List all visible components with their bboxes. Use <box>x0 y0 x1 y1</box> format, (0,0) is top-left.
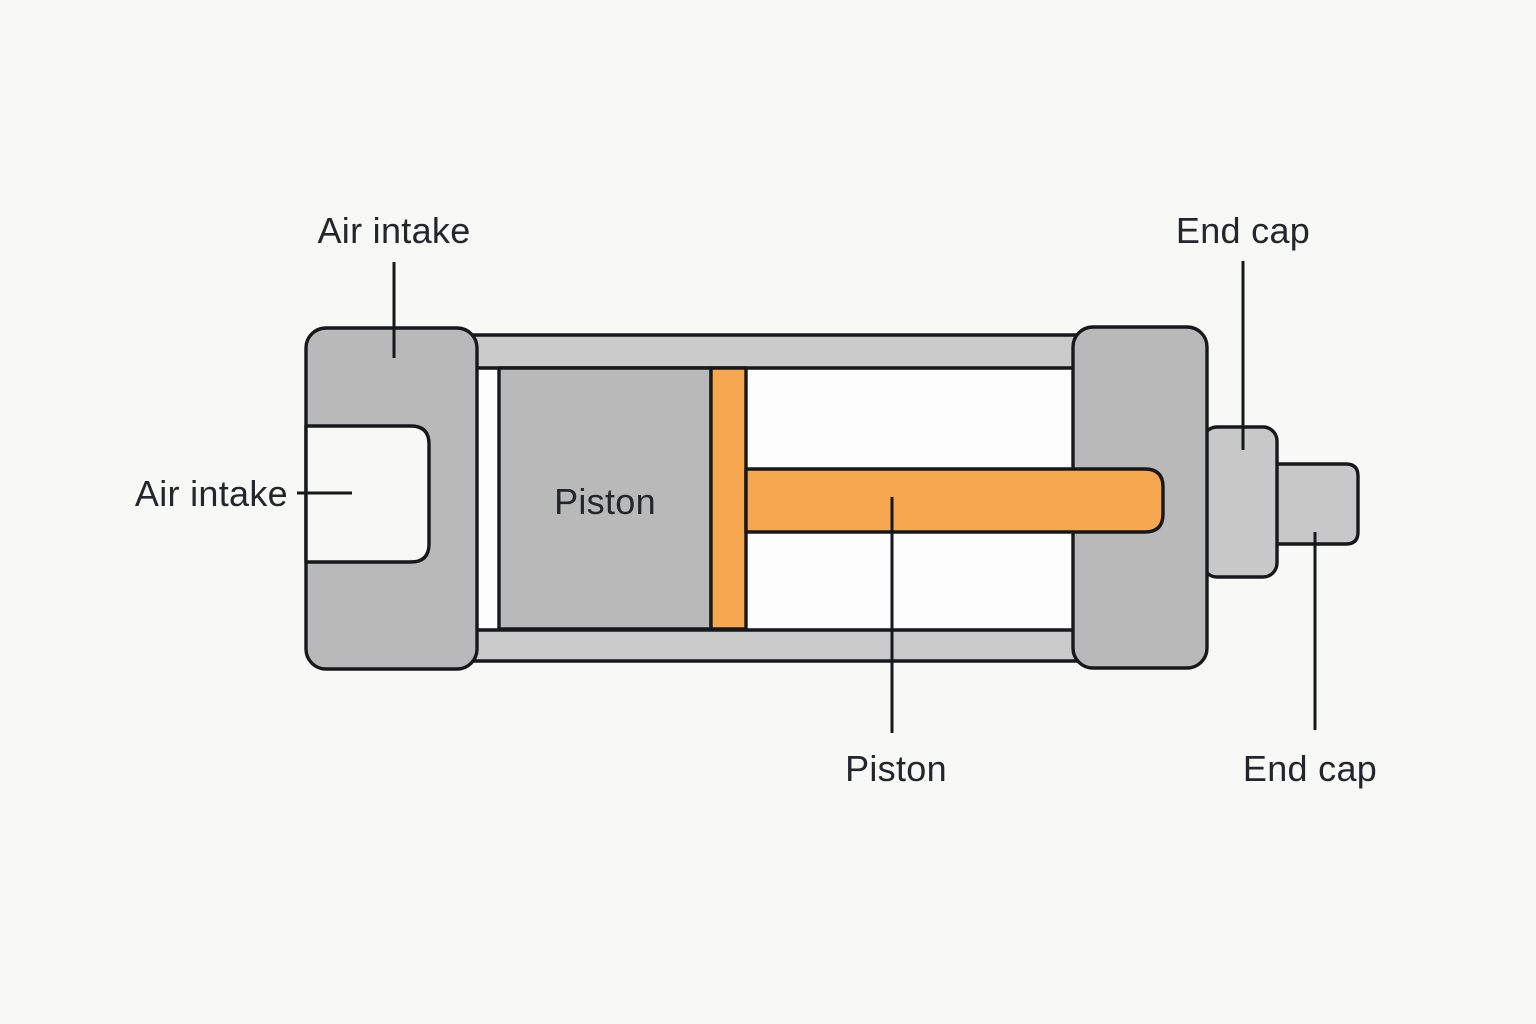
cylinder-top-wall <box>468 333 1082 370</box>
rod-end-cap <box>1273 462 1360 546</box>
label-air-intake-side: Air intake <box>135 473 288 514</box>
leader-lines <box>297 261 1317 733</box>
air-intake-port <box>304 424 431 564</box>
piston-body <box>497 366 713 631</box>
cylinder-bottom-wall <box>468 628 1082 663</box>
label-air-intake-top: Air intake <box>317 210 470 251</box>
label-end-cap-bottom: End cap <box>1243 748 1377 789</box>
label-end-cap-top: End cap <box>1176 210 1310 251</box>
piston-seal <box>709 366 748 631</box>
cylinder-shapes <box>304 325 1360 671</box>
end-cap <box>1201 425 1279 579</box>
label-piston-body: Piston <box>554 481 656 522</box>
piston-rod <box>744 467 1165 534</box>
label-piston-rod: Piston <box>845 748 947 789</box>
labels: Air intake Air intake Piston Piston End … <box>135 210 1377 789</box>
